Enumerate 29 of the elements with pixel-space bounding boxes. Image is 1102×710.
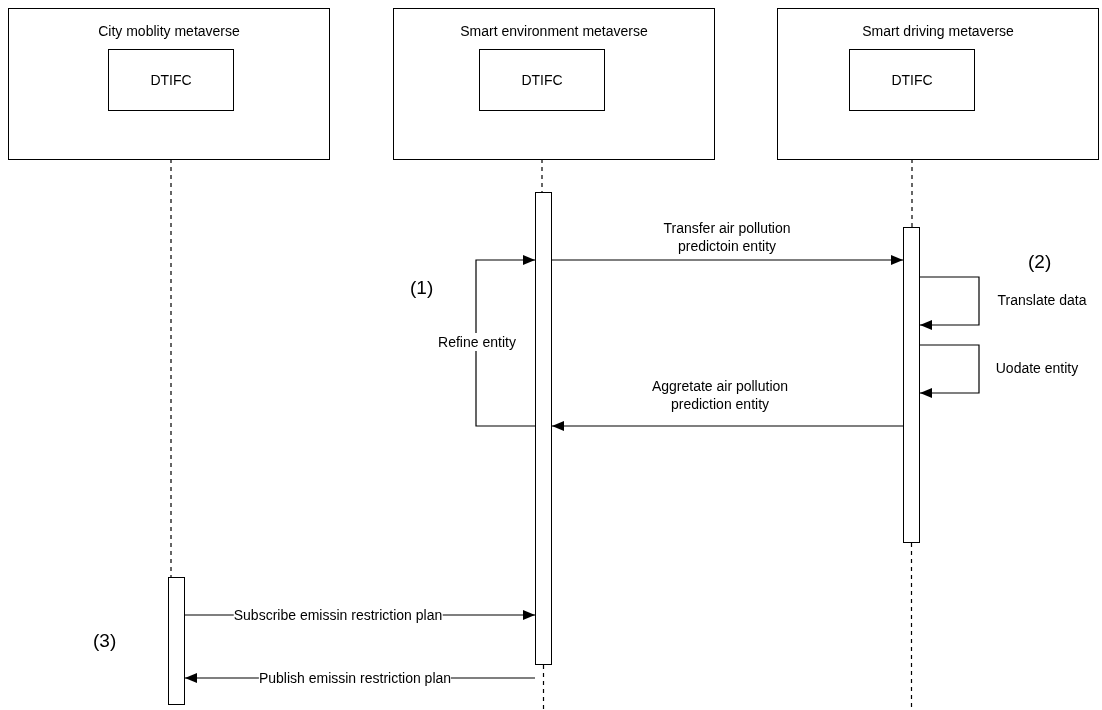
component-box — [108, 49, 234, 111]
lifeline — [542, 664, 545, 710]
message-arrow — [919, 344, 980, 398]
message-label: Uodate entity — [995, 359, 1079, 377]
participant-box — [8, 8, 330, 160]
activation-bar — [535, 192, 552, 665]
message-label: Publish emissin restriction plan — [258, 669, 452, 687]
component-label: DTIFC — [891, 71, 933, 89]
participant-title: Smart environment metaverse — [460, 23, 648, 40]
step-number: (2) — [1028, 251, 1052, 273]
message-arrow — [475, 255, 536, 427]
participant-box — [393, 8, 715, 160]
participant-title: Smart driving metaverse — [862, 23, 1014, 40]
step-number: (3) — [93, 630, 117, 652]
activation-bar — [903, 227, 920, 543]
message-arrow — [551, 255, 904, 265]
message-label: Refine entity — [438, 333, 516, 351]
component-box — [479, 49, 605, 111]
message-arrow — [551, 421, 904, 431]
step-number: (1) — [410, 277, 434, 299]
participant-title: City moblity metaverse — [98, 23, 240, 40]
message-arrow — [919, 276, 980, 330]
lifeline — [910, 542, 913, 710]
message-label: Subscribe emissin restriction plan — [233, 606, 443, 624]
activation-bar — [168, 577, 185, 705]
participant-box — [777, 8, 1099, 160]
component-label: DTIFC — [150, 71, 192, 89]
component-box — [849, 49, 975, 111]
component-label: DTIFC — [521, 71, 563, 89]
